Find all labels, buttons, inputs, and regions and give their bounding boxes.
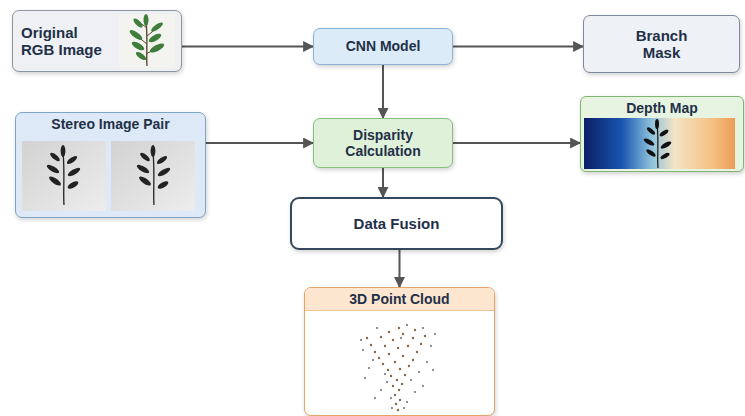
flow-arrow: [206, 142, 313, 144]
box-heading: Stereo Image Pair: [16, 113, 205, 135]
flow-arrow: [399, 250, 401, 287]
plant-photo: [119, 14, 175, 68]
box-label: CNN Model: [322, 38, 444, 54]
output-box: Depth Map: [580, 96, 744, 172]
process-box: Data Fusion: [290, 197, 503, 250]
box-label: Branch Mask: [617, 27, 707, 62]
flow-arrow: [382, 65, 384, 118]
box-heading: Depth Map: [581, 97, 743, 119]
flow-arrow: [453, 142, 580, 144]
input-image-box: Stereo Image Pair: [15, 112, 206, 218]
process-box: CNN Model: [313, 28, 453, 65]
depth-image: [584, 118, 735, 169]
stereo-photos: [22, 141, 195, 211]
process-box: Disparity Calculation: [313, 118, 453, 168]
flow-arrow: [382, 168, 384, 197]
point-cloud: [305, 320, 489, 415]
box-label: Original RGB Image: [21, 24, 105, 59]
output-box: 3D Point Cloud: [304, 287, 495, 416]
output-box: Branch Mask: [583, 15, 740, 73]
box-label: Data Fusion: [302, 215, 492, 232]
box-heading: 3D Point Cloud: [305, 288, 494, 311]
input-image-box: Original RGB Image: [12, 10, 182, 72]
flow-arrow: [182, 46, 313, 48]
flow-arrow: [453, 46, 583, 48]
box-label: Disparity Calculation: [322, 127, 444, 159]
